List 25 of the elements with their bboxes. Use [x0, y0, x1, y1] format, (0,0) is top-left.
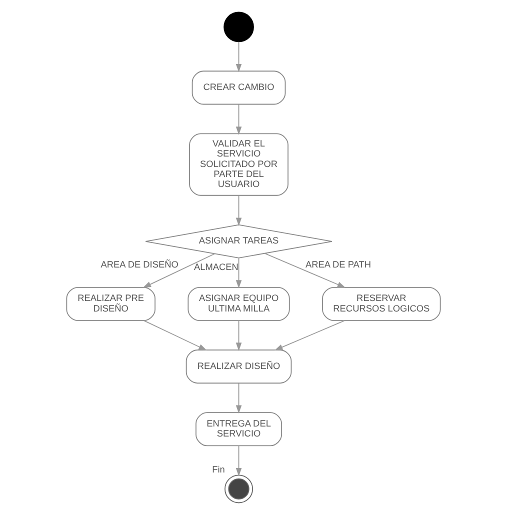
arrow	[235, 195, 242, 226]
node-box: REALIZAR PRE DISEÑO	[66, 286, 155, 321]
arrow	[235, 320, 242, 351]
node-box: CREAR CAMBIO	[191, 70, 286, 105]
node-box: VALIDAR EL SERVICIO SOLICITADO POR PARTE DEL USUARIO	[188, 133, 288, 196]
arrow	[235, 445, 242, 476]
edge-label: AREA DE PATH	[304, 260, 370, 270]
node-diamond: ASIGNAR TAREAS	[144, 224, 332, 258]
node-box: REALIZAR DISEÑO	[185, 350, 292, 384]
edge-label: ALMACEN	[194, 262, 238, 272]
arrow	[235, 41, 242, 72]
arrow	[235, 258, 242, 288]
edge-label: AREA DE DISEÑO	[100, 260, 178, 270]
arrow	[142, 253, 215, 288]
node-box: ASIGNAR EQUIPO ULTIMA MILLA	[187, 286, 290, 321]
node-box: RESERVAR RECURSOS LOGICOS	[322, 286, 440, 321]
node-circle	[223, 12, 254, 42]
node-box: ENTREGA DEL SERVICIO	[195, 412, 282, 446]
arrow	[235, 382, 242, 414]
arrow	[143, 320, 206, 351]
arrow	[235, 104, 242, 135]
arrow	[264, 253, 346, 288]
node-label: Fin	[212, 464, 224, 474]
arrow	[274, 320, 344, 350]
node-circle	[224, 474, 253, 504]
